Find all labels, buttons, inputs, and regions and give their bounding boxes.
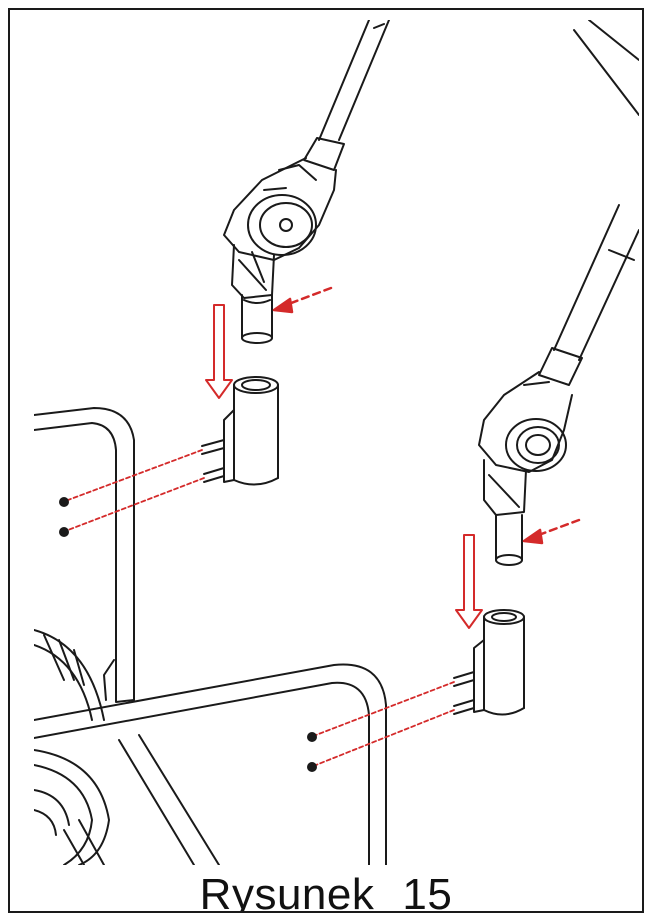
background-tube-top-right	[573, 20, 639, 116]
caption-number: 15	[402, 870, 453, 913]
dashed-pointer-arrow-icon	[272, 286, 333, 314]
base-frame-upper	[34, 407, 135, 703]
dashed-pointer-arrow-icon	[522, 518, 581, 545]
caption-label: Rysunek	[199, 870, 375, 913]
screw-icon	[59, 497, 317, 772]
receiver-socket-left	[201, 376, 279, 486]
handle-arm-left	[223, 20, 390, 344]
down-arrow-icon	[205, 304, 233, 399]
receiver-socket-right	[453, 609, 525, 716]
screw-guide-lines	[67, 449, 455, 766]
down-arrow-icon	[455, 534, 483, 629]
assembly-illustration	[34, 20, 639, 865]
figure-frame: Rysunek 15	[8, 8, 644, 913]
figure-caption: Rysunek 15	[10, 870, 642, 913]
wheel	[34, 629, 110, 865]
handle-arm-right	[478, 204, 639, 566]
